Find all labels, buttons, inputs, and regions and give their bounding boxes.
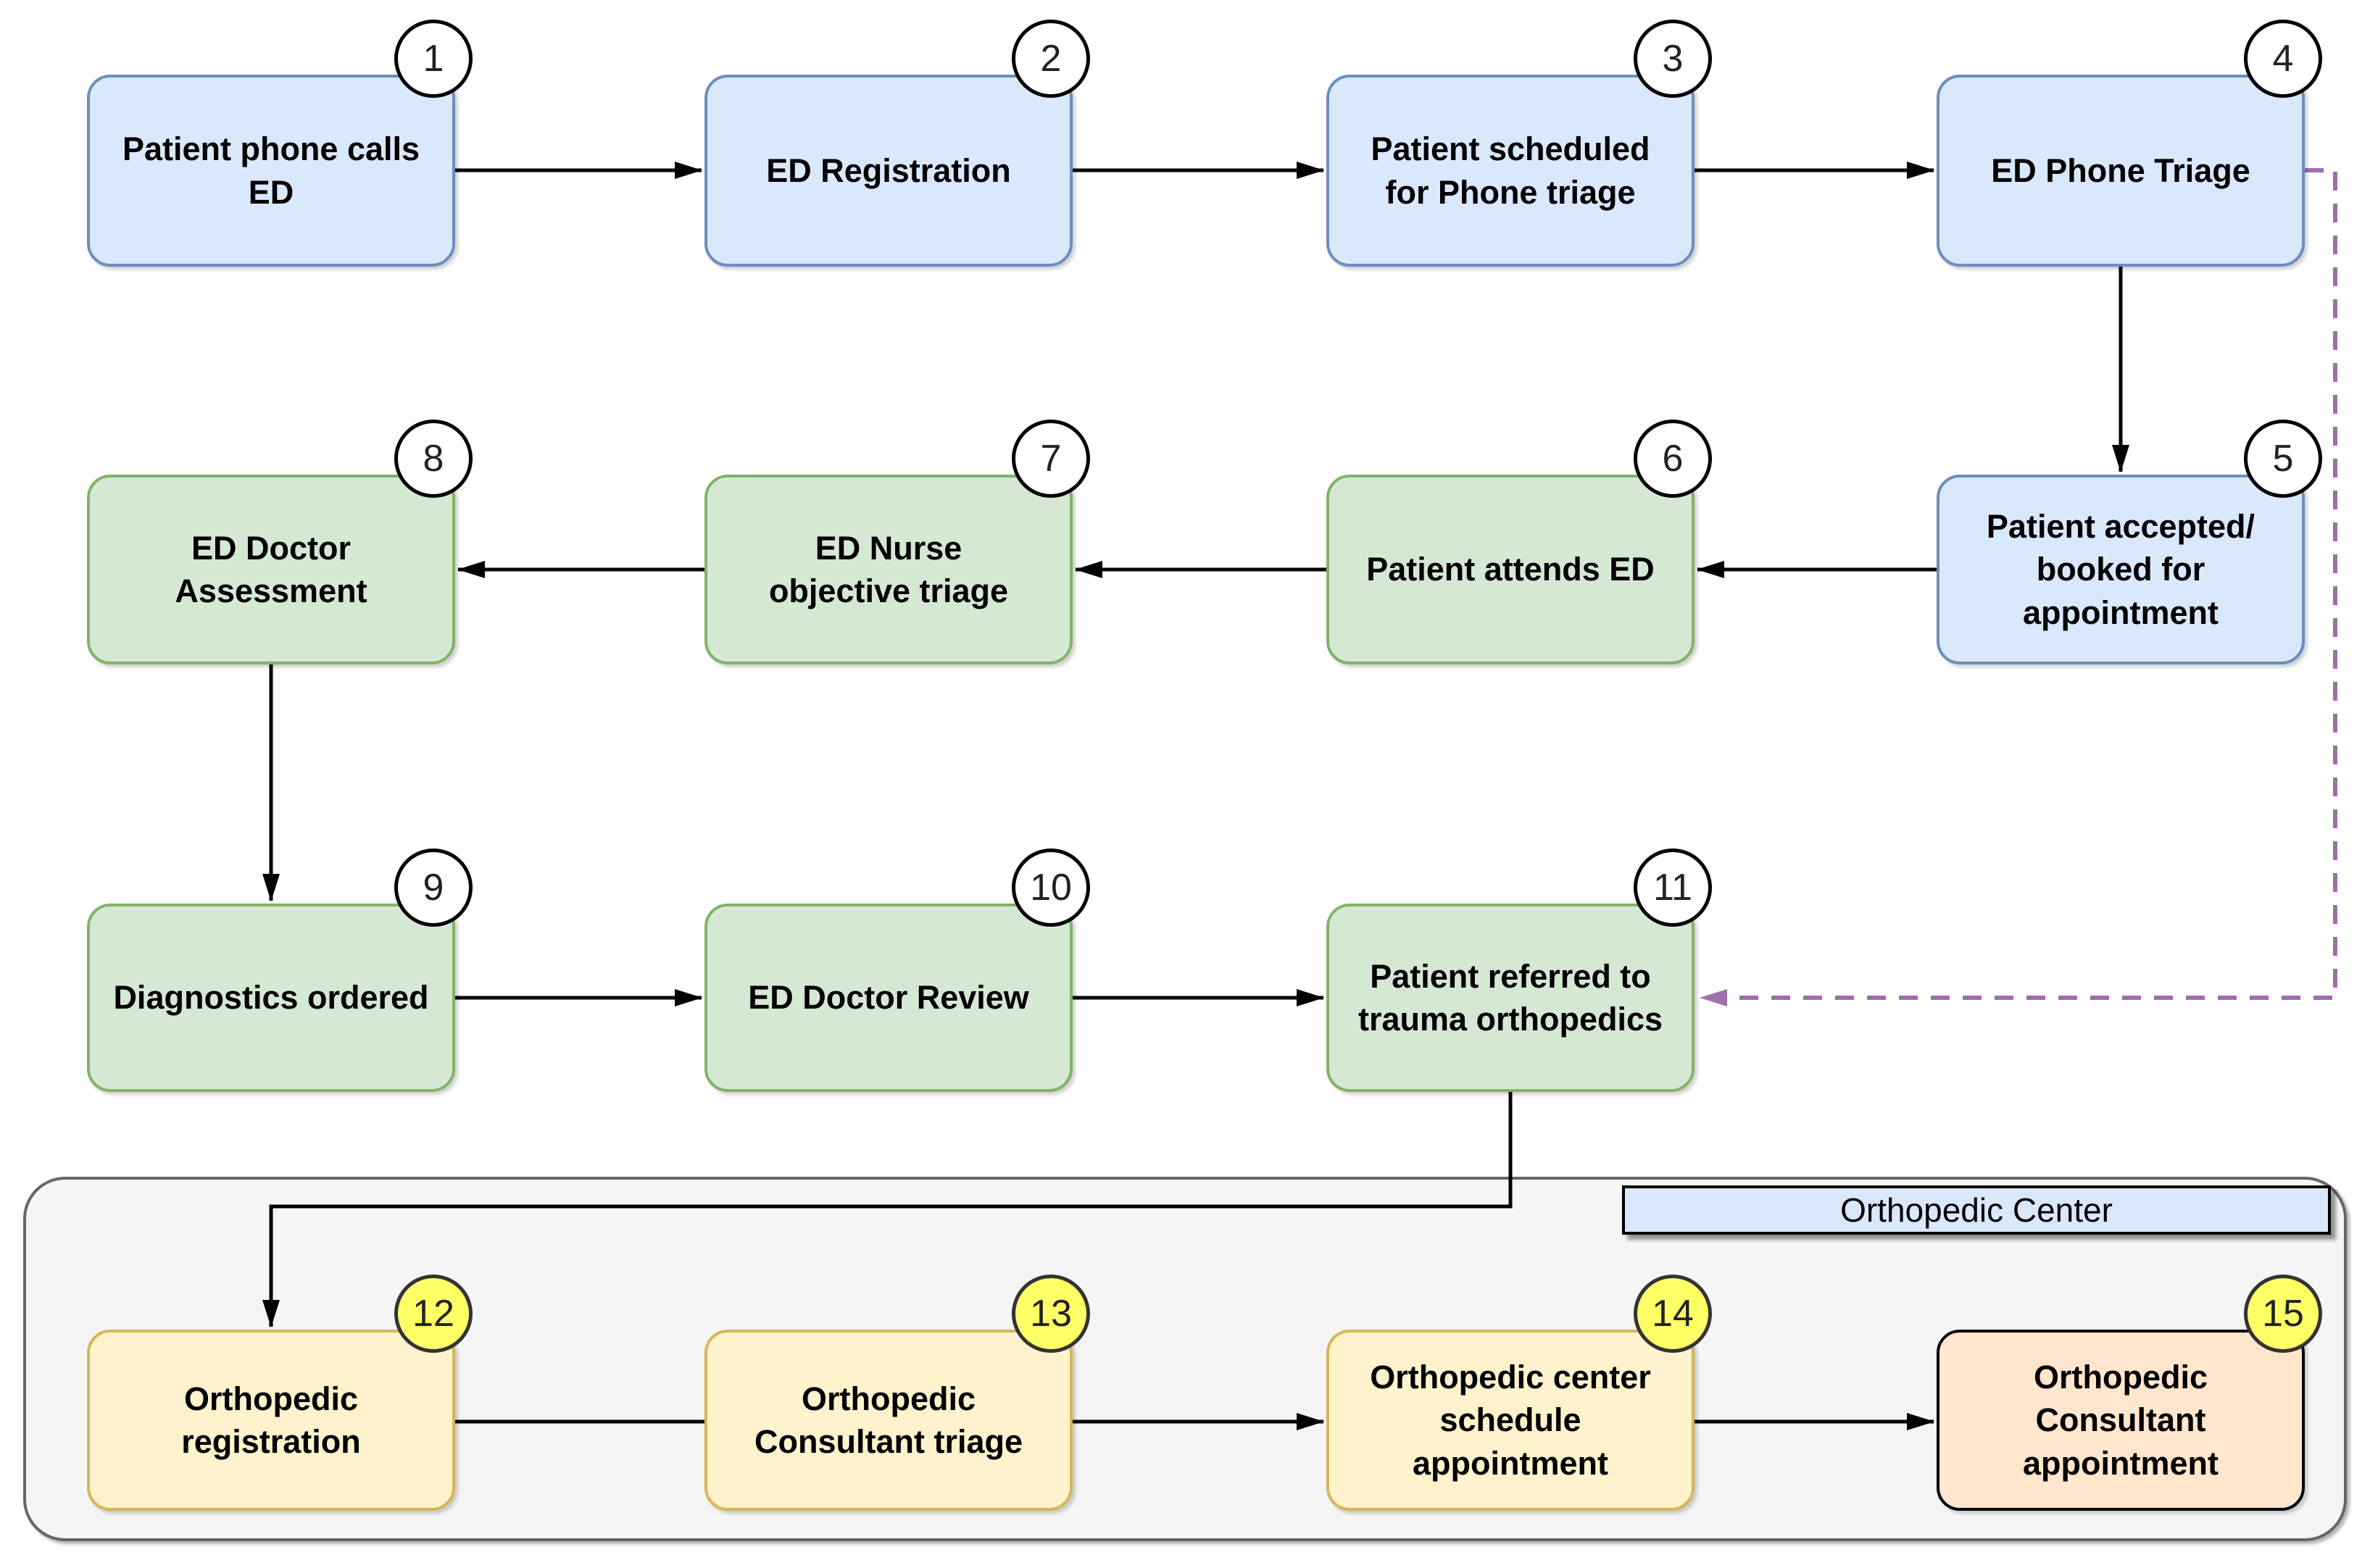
node-diagnostics-ordered: Diagnostics ordered 9 xyxy=(87,848,473,1092)
step-badge-14: 14 xyxy=(1634,1275,1712,1353)
node-patient-accepted-booked: Patient accepted/ booked for appointment… xyxy=(1937,420,2322,664)
node-label: Patient phone calls ED xyxy=(122,130,420,211)
step-badge-15: 15 xyxy=(2244,1275,2322,1353)
node-patient-phone-calls-ed: Patient phone calls ED 1 xyxy=(87,20,473,267)
node-orthopedic-consultant-appointment: Orthopedic Consultant appointment 15 xyxy=(1937,1275,2322,1511)
node-patient-scheduled-triage: Patient scheduled for Phone triage 3 xyxy=(1326,20,1712,267)
step-badge-12: 12 xyxy=(394,1275,473,1353)
node-label: Patient accepted/ booked for appointment xyxy=(1986,507,2255,631)
orthopedic-center-label-text: Orthopedic Center xyxy=(1840,1191,2113,1229)
orthopedic-center-label: Orthopedic Center xyxy=(1622,1185,2331,1235)
node-label: ED Registration xyxy=(766,151,1011,189)
step-badge-1: 1 xyxy=(394,20,473,98)
node-label: ED Doctor Assessment xyxy=(175,529,367,609)
node-orthopedic-registration: Orthopedic registration 12 xyxy=(87,1275,473,1511)
step-badge-9: 9 xyxy=(394,848,473,927)
step-badge-2: 2 xyxy=(1012,20,1090,98)
step-badge-6: 6 xyxy=(1634,420,1712,498)
node-label: Orthopedic registration xyxy=(181,1380,361,1460)
step-badge-3: 3 xyxy=(1634,20,1712,98)
node-ed-registration: ED Registration 2 xyxy=(704,20,1090,267)
connector-dashed-4-11 xyxy=(1700,168,2337,1006)
node-label: Orthopedic Consultant appointment xyxy=(2023,1358,2219,1482)
node-label: Patient referred to trauma orthopedics xyxy=(1357,957,1663,1038)
step-badge-8: 8 xyxy=(394,420,473,498)
node-label: ED Phone Triage xyxy=(1991,151,2250,189)
step-badge-10: 10 xyxy=(1012,848,1090,927)
node-ed-doctor-assessment: ED Doctor Assessment 8 xyxy=(87,420,473,664)
node-orthopedic-consultant-triage: Orthopedic Consultant triage 13 xyxy=(704,1275,1090,1511)
step-badge-7: 7 xyxy=(1012,420,1090,498)
node-patient-referred-trauma: Patient referred to trauma orthopedics 11 xyxy=(1326,848,1712,1092)
node-patient-attends-ed: Patient attends ED 6 xyxy=(1326,420,1712,664)
node-label: Orthopedic Consultant triage xyxy=(754,1380,1023,1460)
node-label: ED Nurse objective triage xyxy=(768,529,1009,609)
node-label: Patient scheduled for Phone triage xyxy=(1371,130,1650,211)
node-label: Patient attends ED xyxy=(1366,551,1655,588)
step-badge-11: 11 xyxy=(1634,848,1712,927)
node-label: ED Doctor Review xyxy=(748,979,1029,1017)
connector-11-12 xyxy=(262,1092,1513,1327)
node-label: Diagnostics ordered xyxy=(113,979,429,1017)
node-ed-doctor-review: ED Doctor Review 10 xyxy=(704,848,1090,1092)
step-badge-4: 4 xyxy=(2244,20,2322,98)
node-ed-phone-triage: ED Phone Triage 4 xyxy=(1937,20,2322,267)
step-badge-13: 13 xyxy=(1012,1275,1090,1353)
node-label: Orthopedic center schedule appointment xyxy=(1370,1358,1651,1482)
step-badge-5: 5 xyxy=(2244,420,2322,498)
